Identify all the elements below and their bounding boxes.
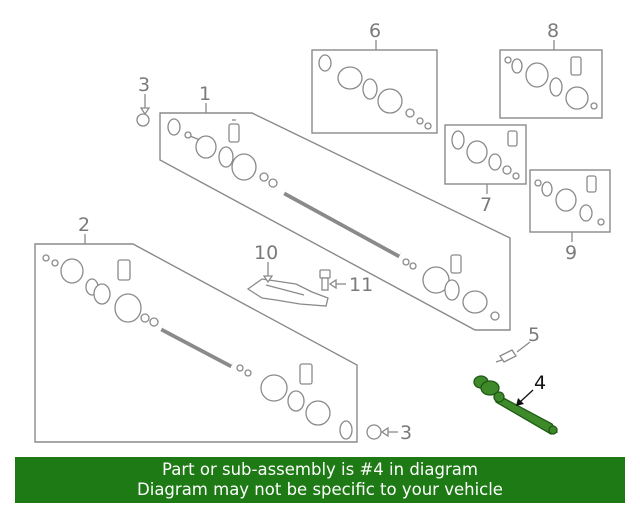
callout-7: 7 [480,194,492,216]
callout-1: 1 [199,83,211,105]
banner-line-1: Part or sub-assembly is #4 in diagram [162,460,478,479]
callout-10: 10 [254,242,278,264]
part-5-fitting[interactable] [495,349,517,363]
assembly-8-joint-kit[interactable] [499,49,603,119]
callout-5: 5 [528,324,540,346]
callout-2: 2 [78,214,90,236]
assembly-7-boot-kit[interactable] [444,124,527,185]
part-3-nut-lower[interactable] [366,424,382,440]
callout-3-upper: 3 [138,74,150,96]
part-4-inner-shaft-highlighted[interactable] [473,375,558,435]
callout-11: 11 [349,274,373,296]
assembly-1-axle-shaft[interactable] [159,112,511,331]
part-10-bracket[interactable] [246,278,329,307]
assembly-9-boot-kit[interactable] [529,169,611,233]
callout-4: 4 [534,372,546,394]
callout-8: 8 [547,20,559,42]
callout-9: 9 [565,242,577,264]
callout-3-lower: 3 [400,422,412,444]
part-3-nut-upper[interactable] [136,113,150,127]
banner-line-2: Diagram may not be specific to your vehi… [137,480,503,499]
info-banner: Part or sub-assembly is #4 in diagram Di… [15,457,625,503]
part-11-bolt[interactable] [319,269,331,291]
assembly-6-joint-kit[interactable] [311,49,438,134]
leader-lines [84,40,573,438]
parts-diagram: 1 2 3 3 4 5 6 7 8 9 10 11 [34,20,611,444]
callout-6: 6 [369,20,381,42]
assembly-2-axle-shaft[interactable] [34,243,358,443]
